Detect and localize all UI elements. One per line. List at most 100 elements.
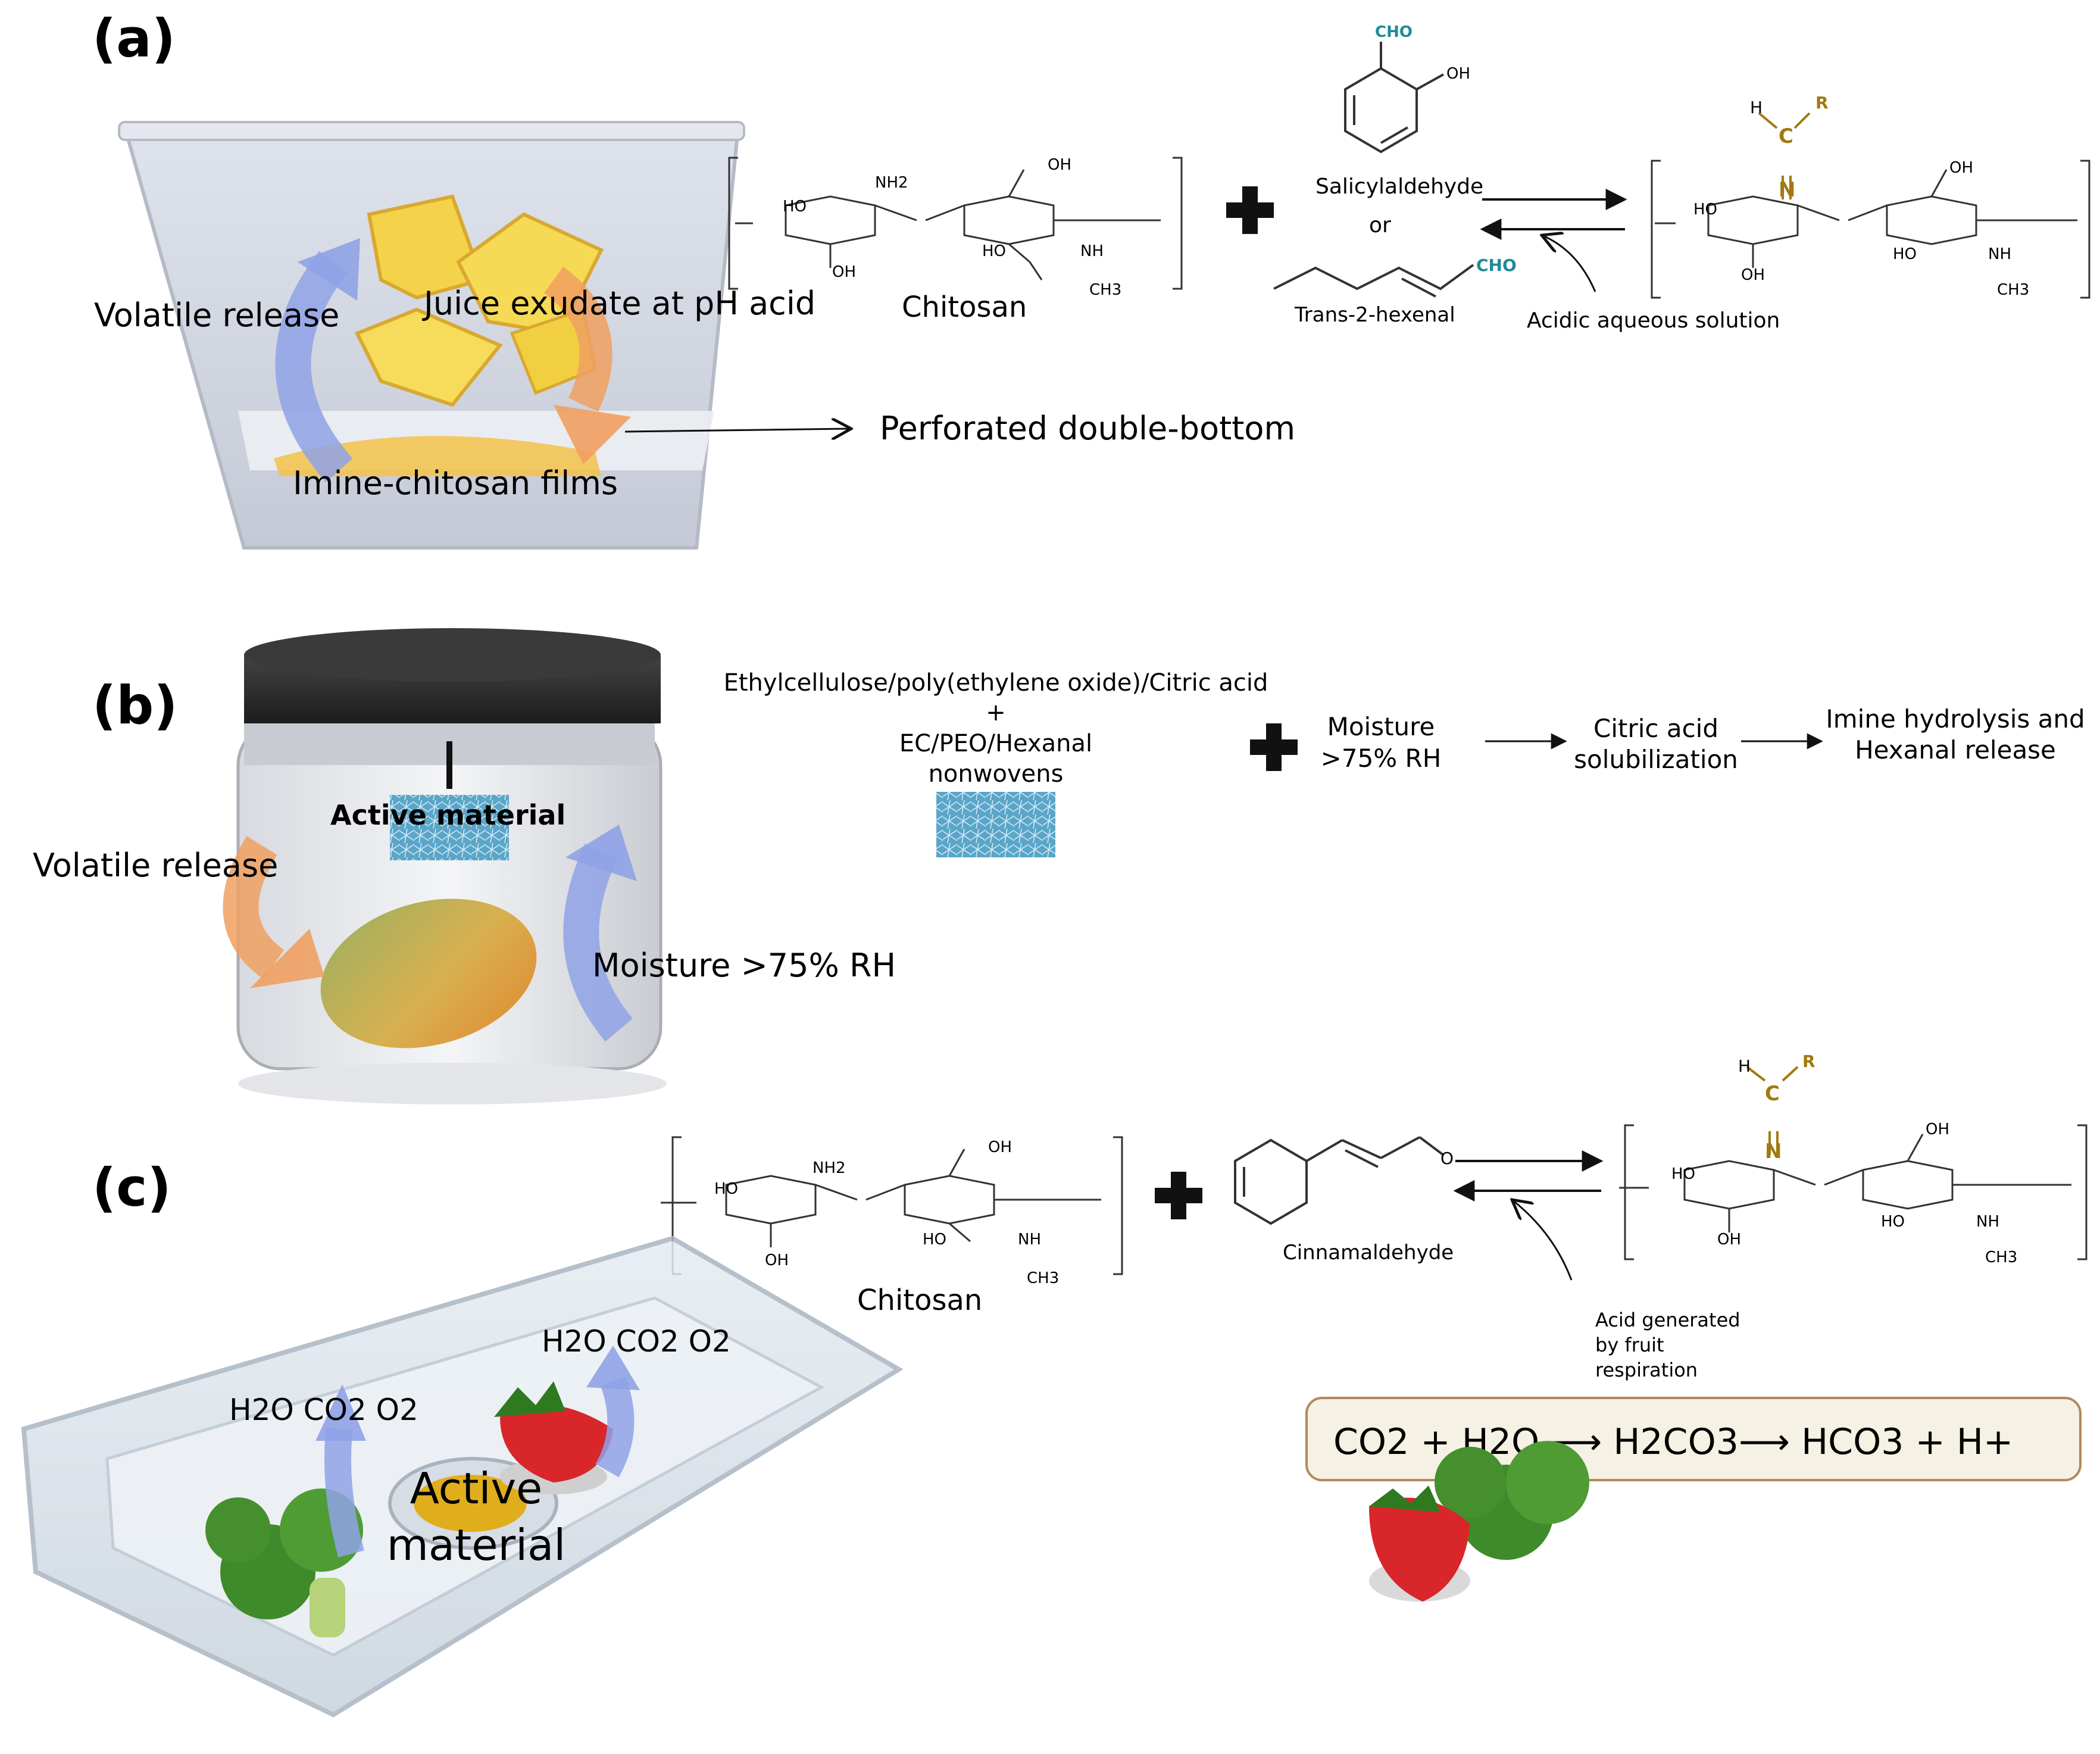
acid-curve-a xyxy=(1542,235,1596,292)
chem-oh-c1: OH xyxy=(988,1138,1012,1156)
chem-oh-ia1: OH xyxy=(1949,159,1973,177)
nonwoven-image xyxy=(936,792,1055,857)
nonwoven-line2: EC/PEO/Hexanal xyxy=(899,730,1092,757)
panel-a-label: (a) xyxy=(92,8,176,69)
chem-ho-c2: HO xyxy=(923,1231,946,1249)
nonwoven-line3: nonwovens xyxy=(929,760,1064,788)
hexenal-double-bond xyxy=(1401,277,1436,298)
chitosan-label-c: Chitosan xyxy=(857,1284,982,1317)
chem-r-imine-a: R xyxy=(1815,93,1829,113)
chem-n-imine-c: N xyxy=(1765,1140,1782,1163)
gas-arrowhead-c1 xyxy=(315,1384,366,1441)
chem-h-imine-a: H xyxy=(1750,98,1762,117)
citric-line2: solubilization xyxy=(1574,745,1738,774)
plus-sign-b xyxy=(1250,723,1298,771)
imine-line2: Hexanal release xyxy=(1855,735,2056,764)
produce-illustration-eq xyxy=(1369,1441,1589,1602)
acid-line1: Acid generated xyxy=(1595,1309,1740,1331)
chitosan-label-a: Chitosan xyxy=(902,291,1027,324)
chem-cho-sal: CHO xyxy=(1375,23,1412,41)
cup-illustration xyxy=(118,121,745,550)
chem-n-imine-a: N xyxy=(1779,178,1795,202)
chem-oh-ia2: OH xyxy=(1741,266,1765,284)
imine-bond-c xyxy=(1746,1066,1799,1155)
acid-line3: respiration xyxy=(1595,1359,1698,1381)
chem-h-imine-c: H xyxy=(1738,1056,1751,1076)
gas-label-2: H2O CO2 O2 xyxy=(542,1324,731,1359)
chem-ch3-c: CH3 xyxy=(1027,1269,1059,1287)
chem-oh-c2: OH xyxy=(765,1251,789,1269)
active-material-b: Active material xyxy=(330,799,565,831)
active-material-c1: Active xyxy=(410,1463,543,1513)
gas-label-1: H2O CO2 O2 xyxy=(229,1393,418,1427)
plus-sign-a xyxy=(1226,186,1274,234)
juice-arrow-a xyxy=(543,266,612,412)
imine-structure-c xyxy=(1619,1124,2088,1260)
juice-exudate-label: Juice exudate at pH acid xyxy=(422,285,815,322)
chem-ho-ic1: HO xyxy=(1671,1165,1695,1183)
mango-illustration xyxy=(320,898,537,1048)
imine-bond-a xyxy=(1758,112,1811,199)
chem-o-cinn: O xyxy=(1440,1148,1454,1168)
chem-nh2-c: NH2 xyxy=(812,1159,846,1177)
chem-ch3-ia: CH3 xyxy=(1997,281,2029,299)
chem-c-imine-c: C xyxy=(1765,1082,1780,1106)
or-label: or xyxy=(1369,213,1391,238)
chem-r-imine-c: R xyxy=(1802,1051,1815,1071)
chem-nh-c: NH xyxy=(1018,1231,1041,1249)
moisture-jar-label: Moisture >75% RH xyxy=(592,947,896,984)
volatile-arrowhead-b xyxy=(250,929,324,988)
chem-ho-ia2: HO xyxy=(1893,245,1917,263)
volatile-arrow-a xyxy=(275,251,353,482)
volatile-release-b: Volatile release xyxy=(33,847,278,884)
gas-arrow-c1 xyxy=(324,1427,364,1558)
chem-ch3-a: CH3 xyxy=(1089,281,1121,299)
chem-nh-ia: NH xyxy=(1988,245,2011,263)
citric-line1: Citric acid xyxy=(1593,714,1718,743)
cinnamaldehyde-label: Cinnamaldehyde xyxy=(1283,1241,1454,1265)
perforated-label: Perforated double-bottom xyxy=(880,410,1295,447)
strawberry-tray xyxy=(494,1381,613,1494)
chem-oh-ic2: OH xyxy=(1717,1231,1741,1249)
gas-arrowhead-c2 xyxy=(586,1346,640,1390)
chem-nh2-a: NH2 xyxy=(875,174,908,192)
chem-oh-a2: OH xyxy=(832,263,856,281)
moisture-arrow-b xyxy=(563,844,633,1042)
cinnamaldehyde-structure xyxy=(1234,1136,1445,1225)
chitosan-structure-a xyxy=(728,157,1183,290)
active-material-c2: material xyxy=(387,1520,566,1570)
nonwoven-description: Ethylcellulose/poly(ethylene oxide)/Citr… xyxy=(724,669,1268,788)
imine-films-label: Imine-chitosan films xyxy=(293,464,618,502)
acidic-solution-label: Acidic aqueous solution xyxy=(1527,308,1780,333)
volatile-arrow-b xyxy=(223,836,285,979)
moisture-line2: >75% RH xyxy=(1321,744,1442,773)
panel-c-label: (c) xyxy=(92,1157,171,1218)
gas-arrow-c2 xyxy=(595,1377,635,1478)
juice-arrowhead-a xyxy=(554,405,631,464)
chem-nh-a: NH xyxy=(1080,242,1104,260)
acid-line2: by fruit xyxy=(1595,1334,1664,1356)
plus-sign-c xyxy=(1155,1172,1202,1219)
chem-cho-hex: CHO xyxy=(1476,255,1517,275)
salicylaldehyde-structure xyxy=(1344,42,1444,154)
imine-line1: Imine hydrolysis and xyxy=(1826,704,2085,734)
perforated-pointer xyxy=(624,429,851,432)
chem-oh-sal: OH xyxy=(1446,65,1470,83)
salicylaldehyde-label: Salicylaldehyde xyxy=(1315,174,1483,199)
acid-curve-c xyxy=(1512,1200,1573,1281)
equation-text: CO2 + H2O ⟶ H2CO3⟶ HCO3 + H+ xyxy=(1333,1421,2013,1463)
volatile-release-a: Volatile release xyxy=(94,297,339,334)
nonwoven-plus: + xyxy=(986,699,1006,726)
nonwoven-line1: Ethylcellulose/poly(ethylene oxide)/Citr… xyxy=(724,669,1268,697)
panel-b-label: (b) xyxy=(92,675,177,736)
moisture-arrowhead-b xyxy=(565,825,637,881)
hexenal-structure xyxy=(1273,264,1474,291)
chem-oh-a1: OH xyxy=(1048,156,1071,174)
chem-oh-ic1: OH xyxy=(1926,1121,1949,1138)
equation-box xyxy=(1305,1397,2082,1481)
moisture-line1: Moisture xyxy=(1327,712,1435,741)
chem-ho-c1: HO xyxy=(714,1180,738,1198)
chem-c-imine-a: C xyxy=(1779,124,1793,148)
chem-ho-ic2: HO xyxy=(1881,1213,1905,1231)
